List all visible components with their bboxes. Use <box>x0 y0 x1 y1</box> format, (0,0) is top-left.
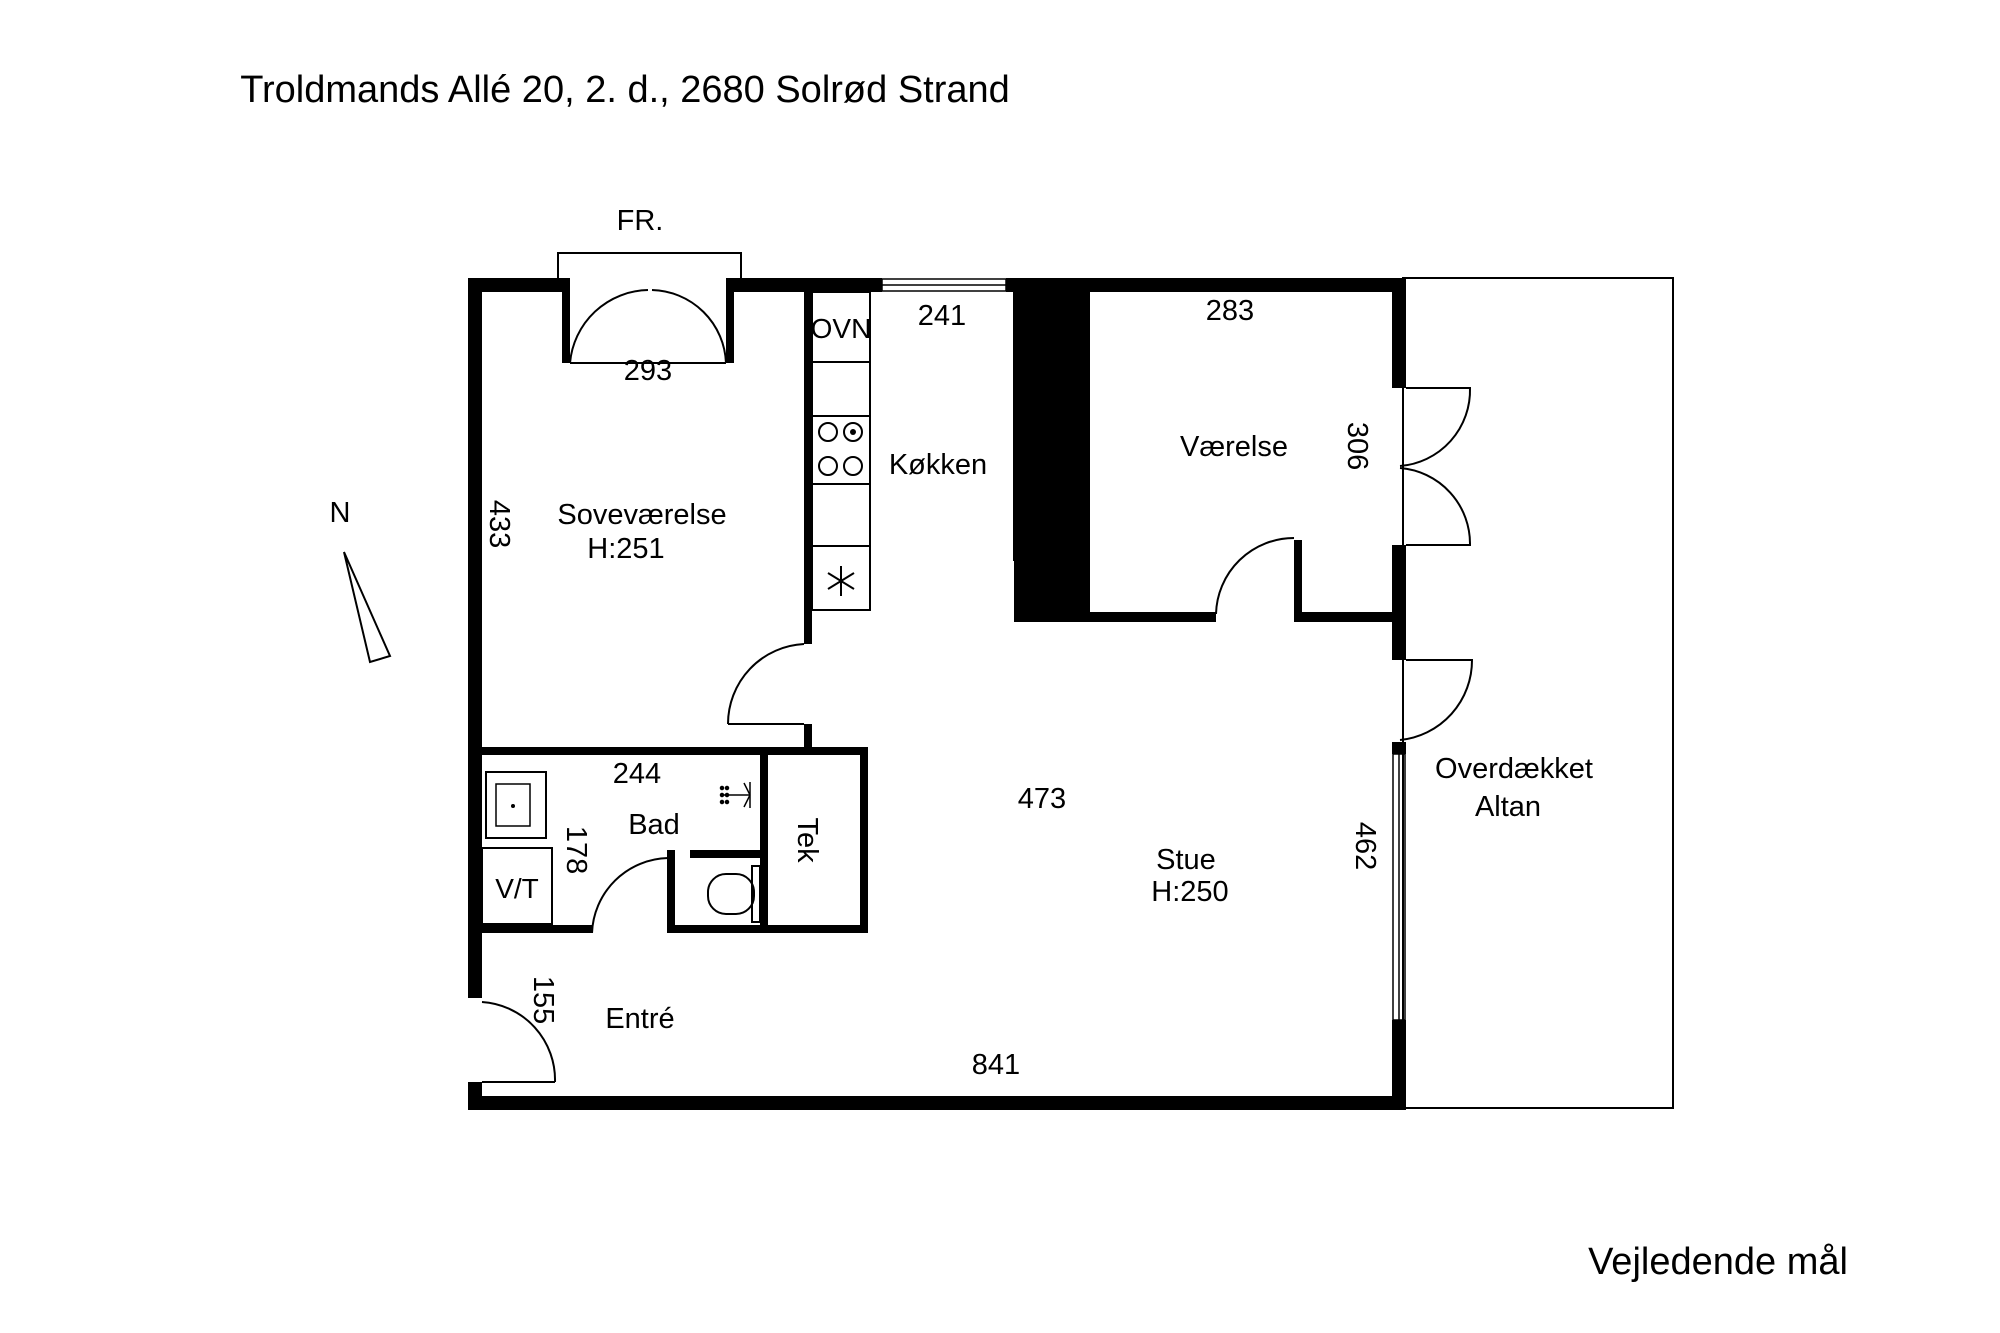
outer-walls <box>468 278 1406 1110</box>
dim-841: 841 <box>972 1049 1020 1081</box>
washer-dryer <box>481 847 553 925</box>
living-room-window <box>1392 753 1406 1021</box>
kitchen-counter-right: OP <box>1013 291 1082 622</box>
kitchen-counter: OVN <box>811 291 872 611</box>
room-kokken: Køkken <box>889 449 987 481</box>
room-stue: Stue <box>1156 844 1216 876</box>
room-sovevaerelse: Soveværelse <box>557 499 726 531</box>
room-tek: Tek <box>791 817 823 863</box>
dim-433: 433 <box>483 500 515 548</box>
north-arrow-icon: N <box>330 497 392 664</box>
dim-155: 155 <box>527 976 559 1024</box>
room-altan-line2: Altan <box>1475 791 1541 823</box>
dim-241: 241 <box>918 300 966 332</box>
room-entre: Entré <box>605 1003 674 1035</box>
room-sovevaerelse-height: H:251 <box>587 533 664 565</box>
dim-178: 178 <box>560 826 592 874</box>
room-bad: Bad <box>628 809 680 841</box>
toilet-icon <box>707 865 761 923</box>
room-stue-height: H:250 <box>1151 876 1228 908</box>
oven-label: OVN <box>811 313 872 344</box>
dim-306: 306 <box>1341 422 1373 470</box>
internal-walls <box>482 278 1404 933</box>
doors <box>481 289 1474 1083</box>
freezer-icon <box>827 566 855 596</box>
covered-balcony-outline <box>1402 277 1674 1109</box>
dim-283: 283 <box>1206 295 1254 327</box>
room-altan-line1: Overdækket <box>1435 753 1593 785</box>
sink-icon <box>1029 461 1061 513</box>
french-balcony-label: FR. <box>617 205 664 237</box>
compass-north-label: N <box>330 497 351 529</box>
bath-sink-icon <box>485 771 547 839</box>
dim-293: 293 <box>624 355 672 387</box>
room-vaerelse: Værelse <box>1180 431 1288 463</box>
dim-462: 462 <box>1349 822 1381 870</box>
address-title: Troldmands Allé 20, 2. d., 2680 Solrød S… <box>240 69 1010 111</box>
shower-icon <box>719 782 751 808</box>
kitchen-window <box>881 278 1007 292</box>
stove-icon <box>818 422 863 476</box>
vt-label: V/T <box>495 873 539 904</box>
french-balcony <box>557 252 742 280</box>
op-label: OP <box>1024 407 1064 438</box>
guide-note: Vejledende mål <box>1588 1241 1848 1283</box>
dim-473: 473 <box>1018 783 1066 815</box>
dim-244: 244 <box>613 758 661 790</box>
